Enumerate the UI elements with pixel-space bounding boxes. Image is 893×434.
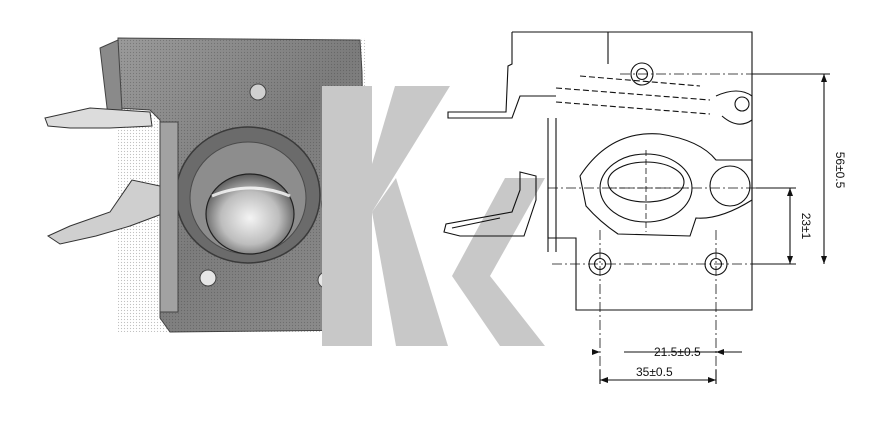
dimension-label-21-5: 21.5±0.5 [654,345,701,359]
dimension-label-56: 56±0.5 [833,152,847,189]
k-logo-watermark [322,86,545,346]
dimension-label-23: 23±1 [799,213,813,240]
part-photo [44,37,367,333]
dimension-label-35: 35±0.5 [636,365,673,379]
technical-drawing [443,31,830,384]
